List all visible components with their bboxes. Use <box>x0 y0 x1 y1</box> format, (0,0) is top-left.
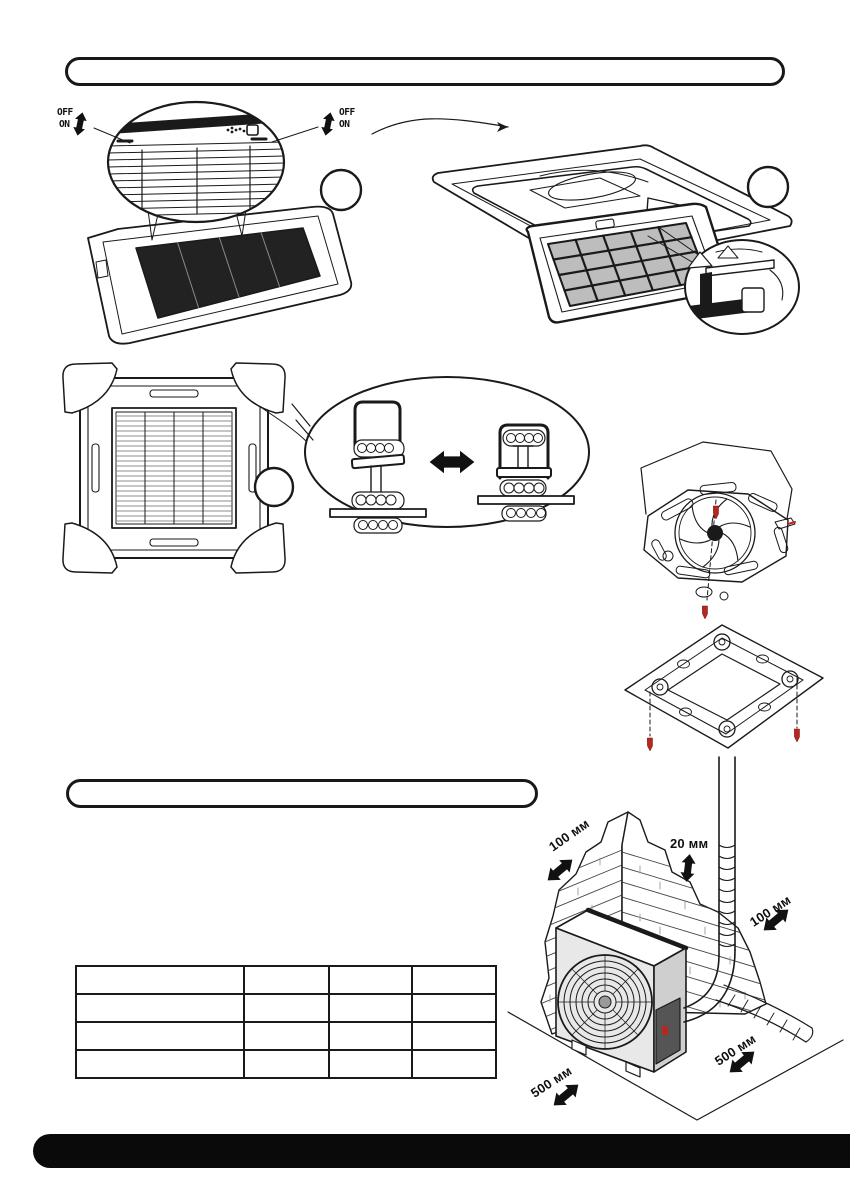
step-circle-3 <box>253 466 295 508</box>
grille-panel-diagram <box>87 194 353 345</box>
step-circle-2 <box>746 165 790 209</box>
outdoor-unit-scene <box>507 756 844 1121</box>
table-cell <box>243 993 330 1023</box>
switch-label-on-right: ON <box>339 119 350 130</box>
screw-icon <box>646 737 654 752</box>
switch-label-off-left: OFF <box>57 107 73 118</box>
air-filter <box>525 202 733 324</box>
table-cell <box>243 1021 330 1051</box>
latch-detail-circle <box>647 227 800 335</box>
panel-bottom-view <box>62 362 308 574</box>
hanger-bracket-released <box>329 400 427 534</box>
table-row <box>74 993 497 1023</box>
footer-bar <box>33 1134 850 1168</box>
screw-icon <box>793 728 801 743</box>
drain-hose <box>715 984 814 1043</box>
table-row <box>74 965 497 995</box>
table-cell <box>243 965 330 995</box>
refrigerant-pipe <box>683 756 736 1023</box>
table-cell <box>74 1021 246 1051</box>
switch-detail-ellipse <box>93 100 319 224</box>
screw-icon <box>701 605 709 620</box>
table-cell <box>74 965 246 995</box>
table-cell <box>74 993 246 1023</box>
table-cell <box>74 1049 246 1079</box>
section-header-2 <box>66 779 538 808</box>
ground-lines <box>507 1011 844 1121</box>
switch-label-off-right: OFF <box>339 107 355 118</box>
turbo-fan <box>674 492 756 574</box>
table-cell <box>411 1021 497 1051</box>
table-cell <box>411 993 497 1023</box>
filter-removal-diagram <box>431 144 800 335</box>
mounting-frame-diagram <box>624 624 824 752</box>
outdoor-unit <box>555 907 689 1078</box>
spec-table <box>74 965 497 1079</box>
table-cell <box>327 1021 414 1051</box>
chassis-exploded-diagram <box>640 441 796 620</box>
double-arrow-icon <box>319 110 337 138</box>
table-row <box>74 1049 497 1079</box>
table-cell <box>411 1049 497 1079</box>
table-cell <box>243 1049 330 1079</box>
table-cell <box>327 965 414 995</box>
section-header-1 <box>65 57 785 86</box>
switch-label-on-left: ON <box>59 119 70 130</box>
table-row <box>74 1021 497 1051</box>
table-cell <box>327 993 414 1023</box>
step-circle-1 <box>319 168 363 212</box>
fan-grille <box>557 954 653 1050</box>
table-cell <box>327 1049 414 1079</box>
table-cell <box>411 965 497 995</box>
strap-detail-ellipse <box>291 376 590 534</box>
clearance-label-top: 20 мм <box>670 836 709 851</box>
hanger-bracket-hooked <box>477 423 575 522</box>
display-receiver-icon <box>226 124 259 136</box>
corner-covers <box>62 362 286 574</box>
transfer-arrow <box>371 118 509 135</box>
double-arrow-icon <box>71 110 89 138</box>
